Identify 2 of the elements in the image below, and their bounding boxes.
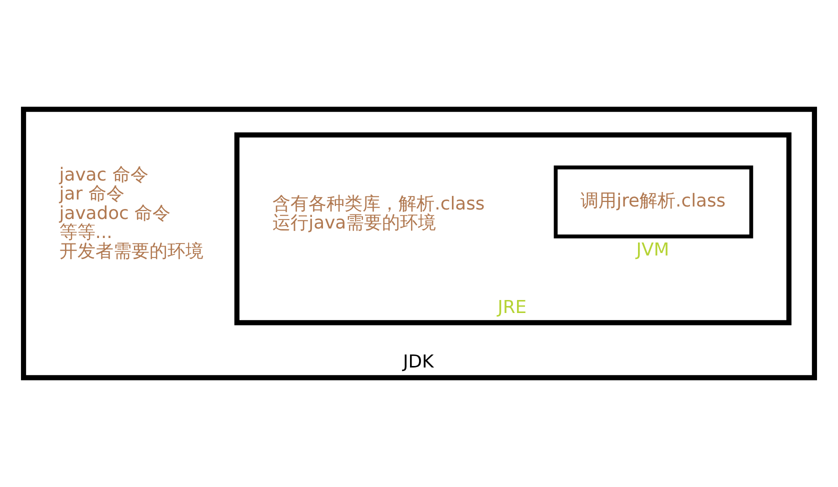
node-label: JVM — [636, 239, 670, 260]
node-box: 调用jre解析.class — [554, 166, 754, 238]
